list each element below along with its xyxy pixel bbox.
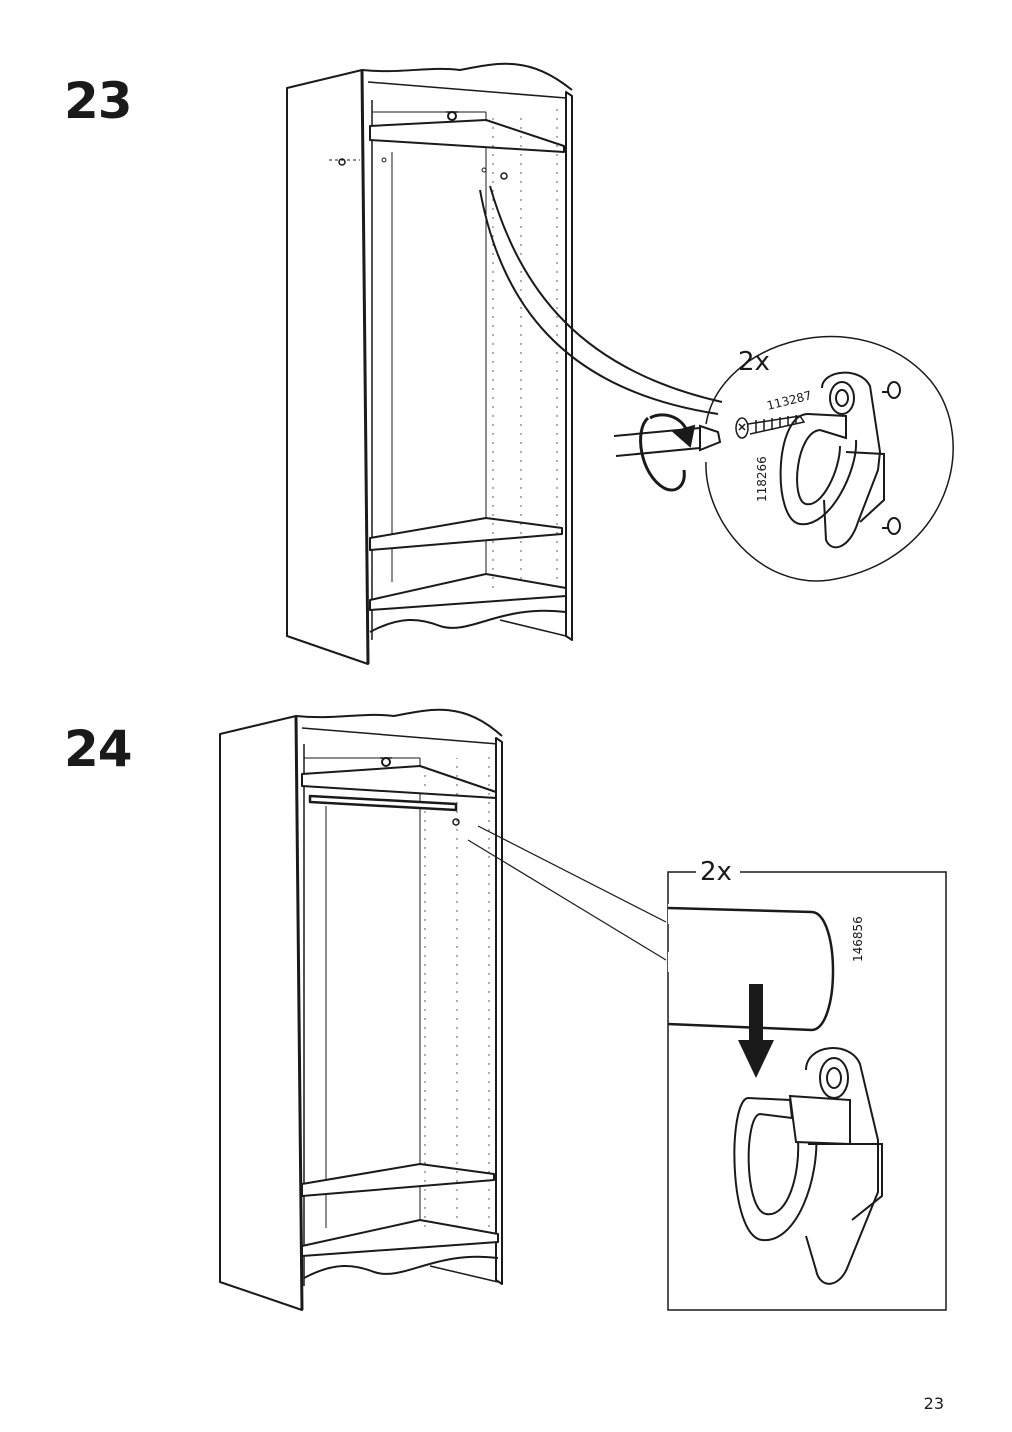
part-number-screw: 113287 bbox=[765, 388, 813, 413]
wardrobe-step-23 bbox=[286, 62, 573, 665]
quantity-label-step-23: 2x bbox=[738, 347, 770, 377]
detail-box-step-24 bbox=[667, 871, 947, 1311]
part-number-rail: 146856 bbox=[851, 916, 865, 962]
screw-icon bbox=[735, 415, 806, 439]
callout-lines-step-24 bbox=[467, 825, 667, 961]
quantity-label-step-24: 2x bbox=[700, 857, 732, 887]
step-24-number: 24 bbox=[64, 720, 133, 778]
step-23-number: 23 bbox=[64, 72, 133, 130]
rail-bracket-icon bbox=[733, 1047, 883, 1285]
part-number-bracket: 118266 bbox=[755, 456, 769, 502]
detail-circle-step-23 bbox=[705, 335, 954, 582]
page-number: 23 bbox=[923, 1394, 944, 1413]
clothes-rail-icon bbox=[667, 906, 835, 1032]
screwdriver-icon bbox=[613, 413, 722, 492]
arrow-down-icon bbox=[738, 984, 774, 1078]
wardrobe-step-24 bbox=[219, 708, 503, 1311]
callout-arc-step-23 bbox=[479, 185, 723, 415]
rail-bracket-icon bbox=[779, 371, 901, 549]
